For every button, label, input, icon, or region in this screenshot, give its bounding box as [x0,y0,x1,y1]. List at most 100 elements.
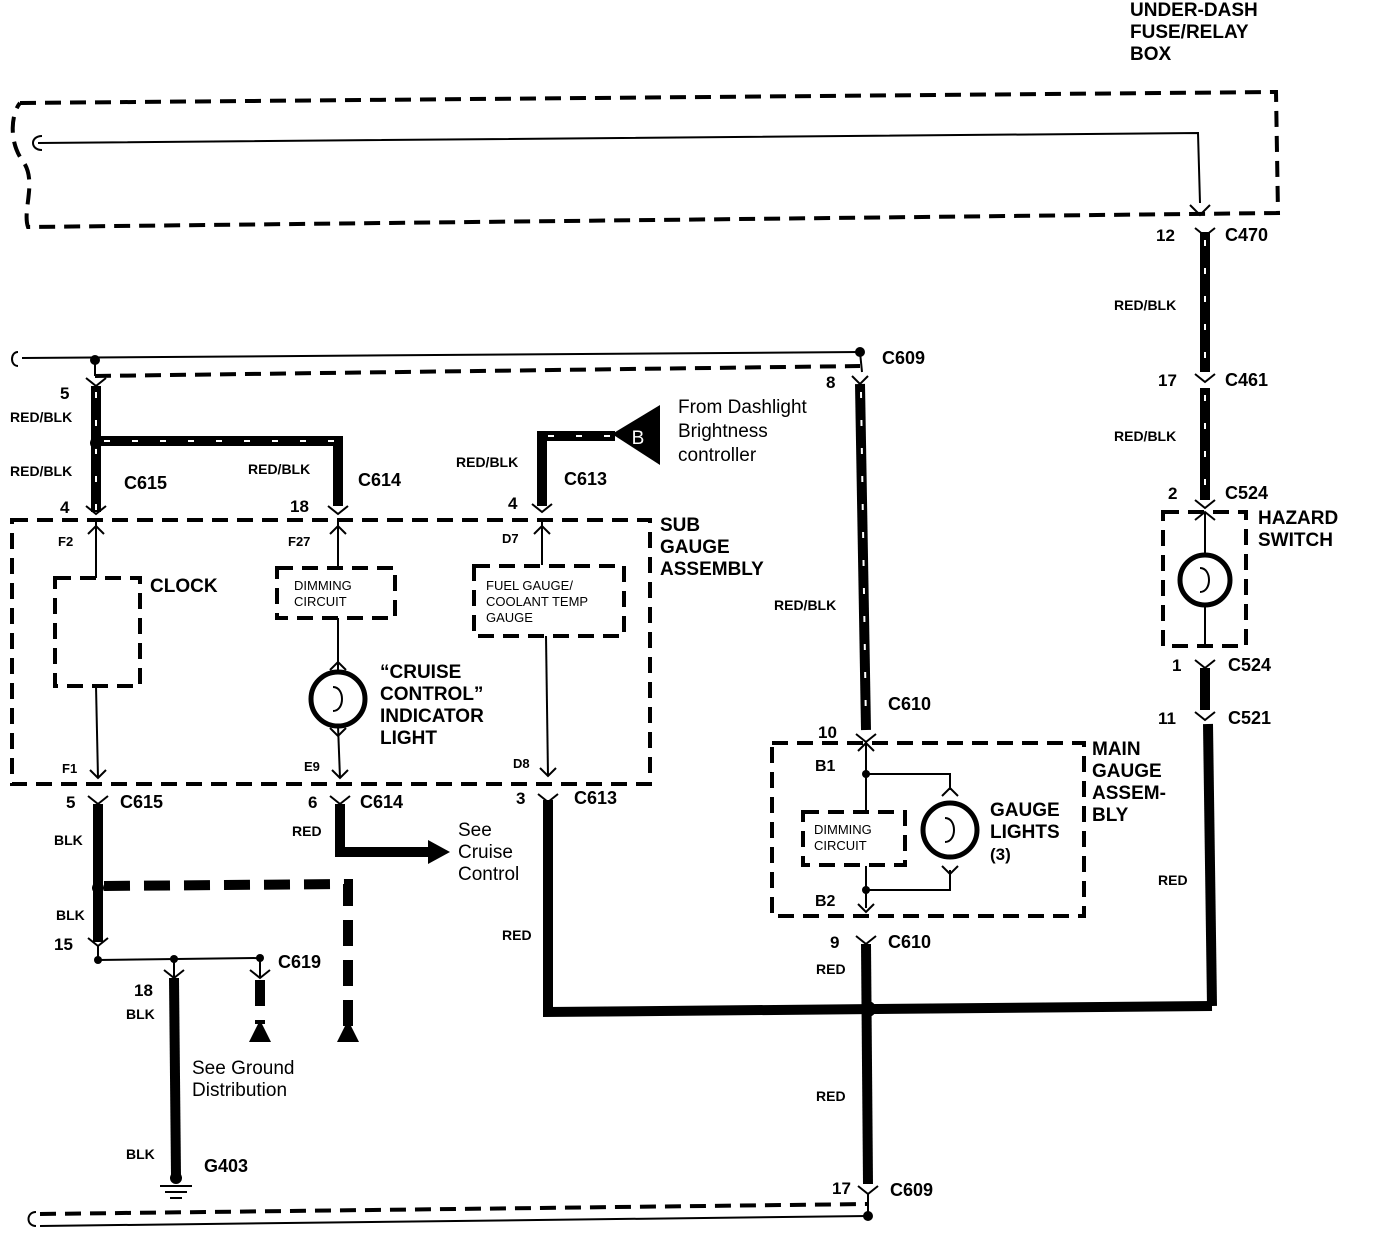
main-gauge-feed: RED/BLK C610 10 [774,375,931,744]
cruise-indicator-lamp [308,669,368,729]
clock-box [53,576,142,688]
pin-b2: B2 [815,893,836,910]
cruise-light-label-2: CONTROL” [380,684,483,705]
see-cruise-label-3: Control [458,864,519,885]
fuel-gauge-box [472,564,626,638]
connector-c470-symbol [1194,227,1216,238]
dashlight-source-label-3: controller [678,445,757,466]
wire-color-red-blk: RED/BLK [456,454,518,470]
connector-g403-label: G403 [204,1156,248,1176]
main-gauge-label-2: GAUGE [1092,761,1162,782]
lower-left-harness: 5 C615 BLK BLK 15 C619 18 BLK See Ground… [54,792,359,1199]
sub-gauge-label-1: SUB [660,515,700,536]
red-ground-return: 9 C610 RED RED RED 17 C609 [27,800,1213,1227]
connector-c461-label: C461 [1225,370,1268,390]
pin-f2: F2 [58,534,73,549]
wire-color-red-blk: RED/BLK [1114,297,1176,313]
pin-5: 5 [60,384,69,403]
see-cruise-arrow [428,840,450,864]
main-dimming-label-2: CIRCUIT [814,838,867,853]
connector-c613-label: C613 [564,469,607,489]
hazard-circuit: 12 C470 RED/BLK 17 C461 RED/BLK 2 C524 H… [1114,225,1338,1007]
see-ground-label-2: Distribution [192,1080,287,1101]
hazard-lamp [1177,552,1233,608]
fuel-gauge-label-2: COOLANT TEMP [486,594,588,609]
fuse-box-feed-wire [37,131,1201,204]
pin-6: 6 [308,793,317,812]
wire-color-red-blk: RED/BLK [1114,428,1176,444]
wire-color-red: RED [816,1088,846,1104]
sub-gauge-label-3: ASSEMBLY [660,559,764,580]
main-gauge-label-1: MAIN [1092,739,1141,760]
connector-c609b-label: C609 [890,1180,933,1200]
ground-triangle-right [337,1020,359,1042]
sub-dimming-label-1: DIMMING [294,578,352,593]
pin-4: 4 [60,498,70,517]
top-bus: C609 8 [11,347,925,392]
clock-label: CLOCK [150,576,218,597]
pin-d7: D7 [502,531,519,546]
connector-c524-label: C524 [1225,483,1268,503]
sub-gauge-label-2: GAUGE [660,537,730,558]
connector-c615-label: C615 [124,473,167,493]
wire-color-red: RED [292,823,322,839]
pin-4b: 4 [508,494,518,513]
pin-f27: F27 [288,534,310,549]
pin-10: 10 [818,723,837,742]
wire-color-blk: BLK [54,832,83,848]
pin-17: 17 [1158,371,1177,390]
fuel-gauge-label-1: FUEL GAUGE/ [486,578,573,593]
fuel-gauge-label-3: GAUGE [486,610,533,625]
connector-c524b-symbol [1194,659,1216,670]
pin-b1: B1 [815,758,836,775]
fuse-box: UNDER-DASH FUSE/RELAY BOX [10,0,1281,230]
see-cruise-label-2: Cruise [458,842,513,863]
see-ground-label-1: See Ground [192,1058,294,1079]
connector-c610b-label: C610 [888,932,931,952]
connector-c524-symbol [1194,499,1216,510]
wire-bottom-red-bus [543,800,1213,1018]
sub-dimming-circuit-box [275,566,397,620]
pin-1: 1 [1172,656,1181,675]
dashlight-source-label-1: From Dashlight [678,397,808,418]
pin-arrow [1189,204,1211,217]
gauge-lights-lamp [920,800,980,860]
wire-color-red: RED [1158,872,1188,888]
wire-color-blk: BLK [126,1006,155,1022]
upper-left-harness: 5 RED/BLK RED/BLK C615 4 RED/BLK C614 18… [10,377,808,517]
ground-symbol [160,1185,192,1199]
fuse-box-outline [10,89,1281,230]
upper-harness-dash [94,364,861,378]
connector-c470-label: C470 [1225,225,1268,245]
connector-c524b-label: C524 [1228,655,1271,675]
pin-17b: 17 [832,1179,851,1198]
pin-f1: F1 [62,761,77,776]
dashlight-source-triangle [612,405,660,465]
wire-color-blk: BLK [126,1146,155,1162]
wire-color-red-blk: RED/BLK [774,597,836,613]
main-gauge-assembly: DIMMING CIRCUIT B1 B2 GAUGE LIGHTS (3) M… [770,739,1166,918]
fuse-box-label-2: FUSE/RELAY [1130,22,1249,43]
connector-c521-label: C521 [1228,708,1271,728]
wire-c610-c609 [861,943,873,1185]
main-gauge-label-4: BLY [1092,805,1129,826]
pin-5b: 5 [66,793,75,812]
main-gauge-box [770,741,1086,918]
connector-c609-label: C609 [882,348,925,368]
pin-18: 18 [290,497,309,516]
cruise-light-label-3: INDICATOR [380,706,484,727]
sub-gauge-box [10,518,652,786]
gauge-lights-label-2: LIGHTS [990,822,1060,843]
wire-color-red: RED [502,927,532,943]
connector-c614b-label: C614 [360,792,403,812]
wire-c521-junction [1203,723,1217,1007]
pin-15: 15 [54,935,73,954]
wire-color-red: RED [816,961,846,977]
break-symbol [32,135,43,151]
connector-c619-label: C619 [278,952,321,972]
main-dimming-circuit-box [801,810,907,867]
see-cruise-label-1: See [458,820,492,841]
gauge-lights-label-3: (3) [990,845,1011,864]
pin-18b: 18 [134,981,153,1000]
